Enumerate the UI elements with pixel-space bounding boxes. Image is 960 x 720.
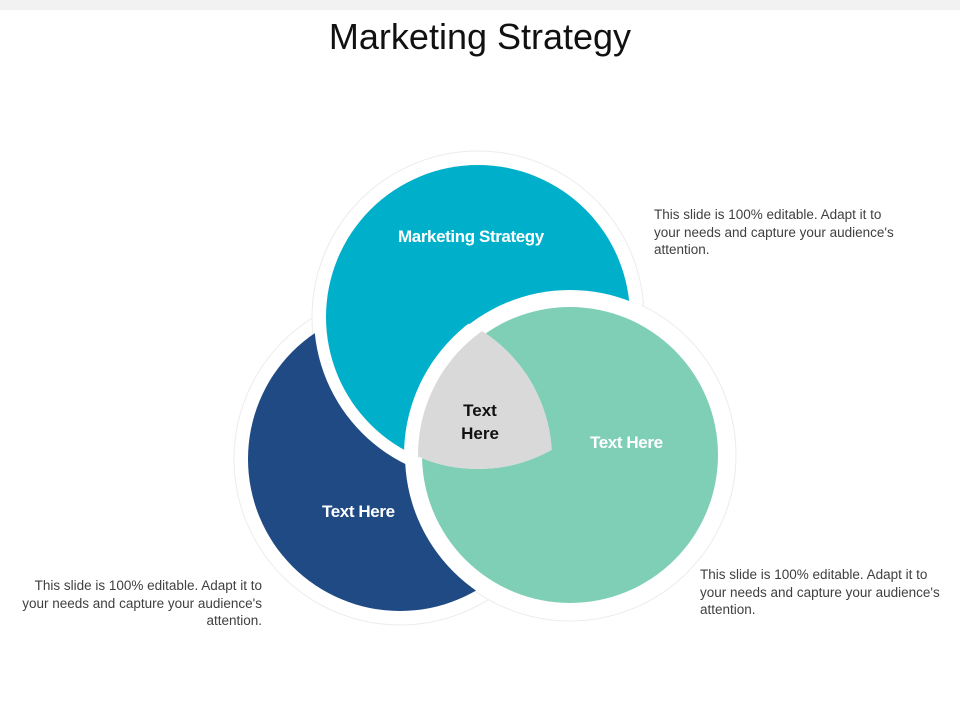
top-strip — [0, 0, 960, 10]
page-title: Marketing Strategy — [328, 16, 632, 57]
top-circle-label: Marketing Strategy — [398, 227, 544, 246]
description-bottom-left: This slide is 100% editable. Adapt it to… — [22, 578, 262, 628]
left-circle-label: Text Here — [322, 502, 395, 521]
right-circle-label: Text Here — [590, 433, 663, 452]
description-top-right: This slide is 100% editable. Adapt it to… — [654, 207, 894, 257]
center-intersection-group — [404, 303, 722, 607]
center-intersection[interactable] — [418, 303, 722, 607]
description-bottom-right: This slide is 100% editable. Adapt it to… — [700, 567, 940, 617]
